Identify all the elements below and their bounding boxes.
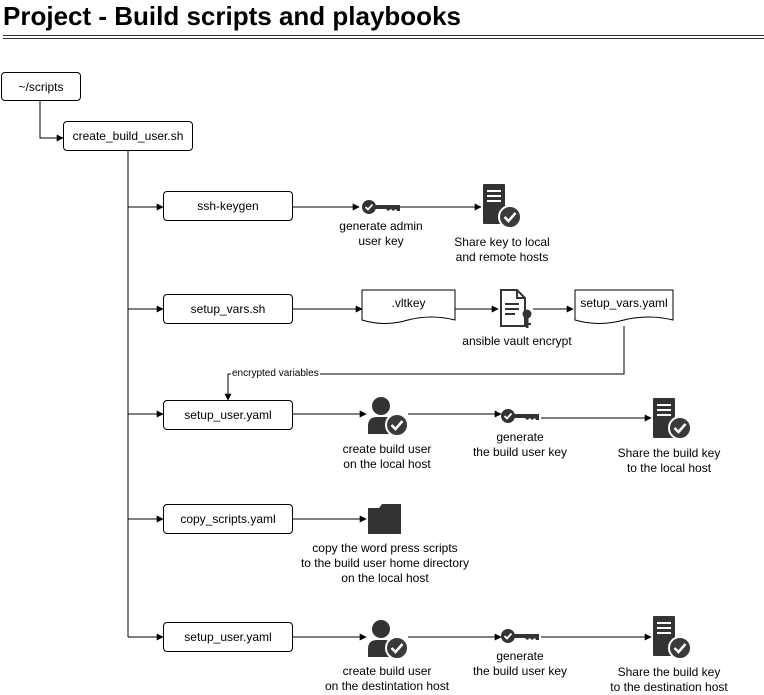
node-setup-vars-yaml[interactable]: setup_vars.yaml [580,296,668,310]
setup-vars-yaml-document-shape [574,289,674,324]
node-ssh-keygen[interactable]: ssh-keygen [163,191,293,221]
server-check-icon [653,398,692,440]
server-check-icon [483,184,522,229]
document-key-icon [500,289,532,328]
connector-scripts-to-create [39,101,64,142]
node-copy-scripts[interactable]: copy_scripts.yaml [163,504,293,534]
vltkey-document-shape [361,289,456,324]
node-setup-user-destination[interactable]: setup_user.yaml [163,622,293,652]
node-setup-vars[interactable]: setup_vars.sh [163,294,293,324]
caption-ansible-vault-encrypt: ansible vault encrypt [462,334,572,348]
caption-generate-build-key-local: generate the build user key [472,430,568,459]
user-check-icon [368,620,409,660]
folder-icon [368,504,401,534]
user-check-icon [368,397,409,437]
node-setup-user-local[interactable]: setup_user.yaml [163,400,293,430]
caption-share-build-key-destination: Share the build key to the destination h… [610,665,728,694]
title-divider [3,35,764,36]
caption-create-build-user-local: create build user on the local host [342,442,432,471]
server-check-icon [653,616,692,660]
key-icon [501,629,539,643]
node-create-build-user[interactable]: create_build_user.sh [63,121,193,151]
caption-share-build-key-local: Share the build key to the local host [617,446,721,475]
key-icon [501,409,539,423]
caption-share-key-local-remote: Share key to local and remote hosts [454,235,550,264]
caption-copy-wordpress-scripts: copy the word press scripts to the build… [300,541,470,585]
page-title: Project - Build scripts and playbooks [3,1,461,31]
caption-generate-admin-key: generate admin user key [339,219,423,248]
caption-generate-build-key-destination: generate the build user key [472,649,568,678]
title-divider-secondary [3,38,764,39]
connector-encrypted-variables [224,326,625,401]
node-vltkey[interactable]: .vltkey [391,296,426,310]
node-scripts-dir[interactable]: ~/scripts [1,72,81,101]
key-icon [362,200,400,214]
caption-create-build-user-destination: create build user on the destintation ho… [324,664,450,693]
edge-label-encrypted-variables: encrypted variables [231,368,320,379]
